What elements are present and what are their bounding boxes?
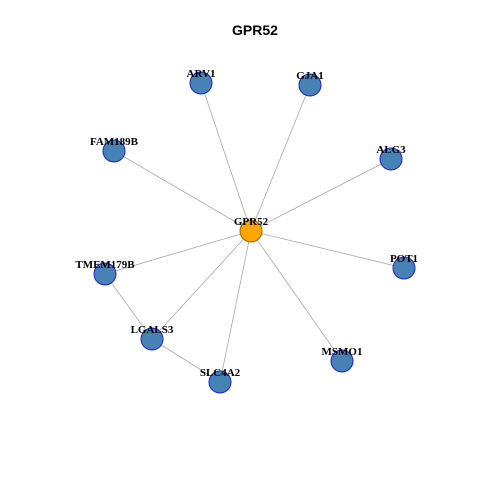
node-layer <box>93 71 416 394</box>
edge-gpr52-arv1 <box>200 82 252 232</box>
node-alg3[interactable] <box>379 147 403 171</box>
node-label-alg3: ALG3 <box>376 144 406 156</box>
node-slc4a2[interactable] <box>208 370 232 394</box>
node-label-arv1: ARV1 <box>187 68 216 80</box>
node-pot1[interactable] <box>392 256 416 280</box>
edge-gpr52-lgals3 <box>151 230 252 340</box>
node-tmem179b[interactable] <box>93 262 117 286</box>
edge-gpr52-msmo1 <box>250 230 343 362</box>
node-label-gpr52: GPR52 <box>234 216 269 228</box>
diagram-title: GPR52 <box>232 22 278 38</box>
node-label-gja1: GJA1 <box>296 70 324 82</box>
node-label-fam189b: FAM189B <box>90 136 139 148</box>
node-lgals3[interactable] <box>140 327 164 351</box>
node-fam189b[interactable] <box>102 139 126 163</box>
edge-gpr52-fam189b <box>113 150 252 232</box>
node-gja1[interactable] <box>298 73 322 97</box>
edge-layer <box>104 82 405 383</box>
node-label-tmem179b: TMEM179B <box>75 259 135 271</box>
edge-gpr52-gja1 <box>250 84 311 232</box>
node-msmo1[interactable] <box>330 349 354 373</box>
node-label-slc4a2: SLC4A2 <box>200 367 241 379</box>
edge-gpr52-pot1 <box>250 230 405 269</box>
edge-gpr52-slc4a2 <box>219 230 252 383</box>
node-label-msmo1: MSMO1 <box>322 346 363 358</box>
node-label-lgals3: LGALS3 <box>131 324 174 336</box>
node-label-pot1: POT1 <box>390 253 418 265</box>
node-gpr52[interactable] <box>239 219 263 243</box>
edge-gpr52-alg3 <box>250 158 392 232</box>
edge-tmem179b-lgals3 <box>104 273 153 340</box>
node-arv1[interactable] <box>189 71 213 95</box>
edge-gpr52-tmem179b <box>104 230 252 275</box>
edge-lgals3-slc4a2 <box>151 338 221 383</box>
